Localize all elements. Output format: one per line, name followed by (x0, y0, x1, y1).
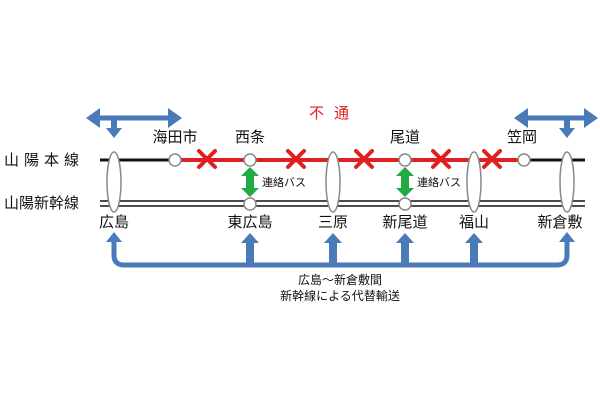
cross-mark (197, 149, 217, 169)
station-oval-shinkurashiki (559, 151, 575, 213)
bus-arrow-onomichi (396, 167, 414, 197)
station-label-mihara: 三原 (317, 213, 349, 231)
station-label-higashihiroshima: 東広島 (227, 213, 273, 231)
substitute-note-line2: 新幹線による代替輸送 (280, 289, 400, 303)
station-oval-hiroshima (106, 151, 122, 213)
blue-arrow-right (514, 108, 598, 138)
line-name-shinkansen: 山陽新幹線 (4, 194, 80, 212)
station-label-saijo: 西条 (234, 128, 266, 146)
station-dot-higashihiroshima (243, 197, 257, 211)
station-label-shinonomichi: 新尾道 (382, 213, 428, 231)
cross-mark (286, 149, 306, 169)
substitute-note-line1: 広島～新倉敷間 (297, 273, 382, 287)
station-dot-shinonomichi (398, 197, 412, 211)
station-oval-mihara (325, 151, 341, 213)
station-dot-onomichi (398, 153, 412, 167)
suspended-label: 不通 (308, 104, 360, 122)
station-label-onomichi: 尾道 (389, 128, 421, 146)
station-dot-kaitaichi (168, 153, 182, 167)
station-dot-kasaoka (517, 153, 531, 167)
station-label-kaitaichi: 海田市 (152, 128, 198, 146)
station-dot-saijo (243, 153, 257, 167)
station-oval-fukuyama (466, 151, 482, 213)
station-label-hiroshima: 広島 (98, 213, 130, 231)
blue-arrow-left (86, 108, 182, 138)
substitute-up-arrows (106, 232, 575, 265)
bus-arrow-saijo (241, 167, 259, 197)
line-name-conventional: 山陽本線 (4, 151, 85, 169)
bus-label-onomichi: 連絡バス (417, 176, 461, 189)
cross-mark (431, 149, 451, 169)
station-label-fukuyama: 福山 (458, 213, 490, 231)
station-label-kasaoka: 笠岡 (506, 128, 538, 146)
substitute-bracket (111, 240, 570, 268)
cross-mark (482, 149, 502, 169)
station-label-shinkurashiki: 新倉敷 (537, 213, 583, 231)
bus-label-saijo: 連絡バス (262, 176, 306, 189)
cross-mark (354, 149, 374, 169)
substitute-note: 広島～新倉敷間 新幹線による代替輸送 (280, 272, 400, 304)
